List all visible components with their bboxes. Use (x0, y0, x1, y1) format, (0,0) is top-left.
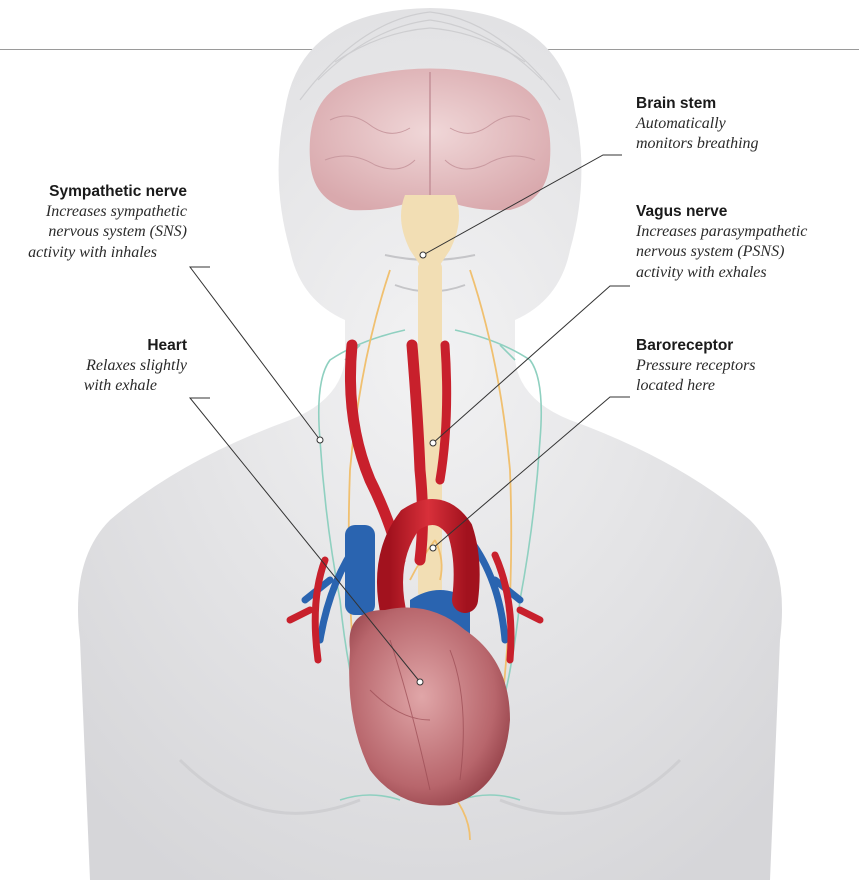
baroreceptor-marker (430, 545, 436, 551)
heart-label: Heart Relaxes slightly with exhale (84, 336, 187, 397)
baroreceptor-desc-line1: Pressure receptors (636, 356, 756, 376)
sympathetic-nerve-label: Sympathetic nerve Increases sympathetic … (28, 182, 187, 263)
heart-marker (417, 679, 423, 685)
sympathetic-nerve-leader (190, 267, 320, 440)
sympathetic-nerve-marker (317, 437, 323, 443)
baroreceptor-label: Baroreceptor Pressure receptors located … (636, 336, 756, 397)
vagus-nerve-desc-line2: nervous system (PSNS) (636, 242, 807, 262)
brain-stem-label: Brain stem Automatically monitors breath… (636, 94, 759, 155)
vagus-nerve-desc-line3: activity with exhales (636, 263, 807, 283)
baroreceptor-title: Baroreceptor (636, 336, 756, 356)
sympathetic-nerve-title: Sympathetic nerve (28, 182, 187, 202)
sympathetic-nerve-desc-line2: nervous system (SNS) (28, 222, 187, 242)
heart-desc-line2: with exhale (84, 376, 187, 396)
vagus-nerve-marker (430, 440, 436, 446)
brain-stem-desc-line2: monitors breathing (636, 134, 759, 154)
sympathetic-nerve-desc-line1: Increases sympathetic (28, 202, 187, 222)
brain-stem-marker (420, 252, 426, 258)
baroreceptor-desc-line2: located here (636, 376, 756, 396)
sympathetic-nerve-desc-line3: activity with inhales (28, 243, 187, 263)
heart-title: Heart (84, 336, 187, 356)
brain-stem-desc-line1: Automatically (636, 114, 759, 134)
vagus-nerve-label: Vagus nerve Increases parasympathetic ne… (636, 202, 807, 283)
heart-desc-line1: Relaxes slightly (84, 356, 187, 376)
vagus-nerve-desc-line1: Increases parasympathetic (636, 222, 807, 242)
brain-stem-title: Brain stem (636, 94, 759, 114)
vagus-nerve-title: Vagus nerve (636, 202, 807, 222)
